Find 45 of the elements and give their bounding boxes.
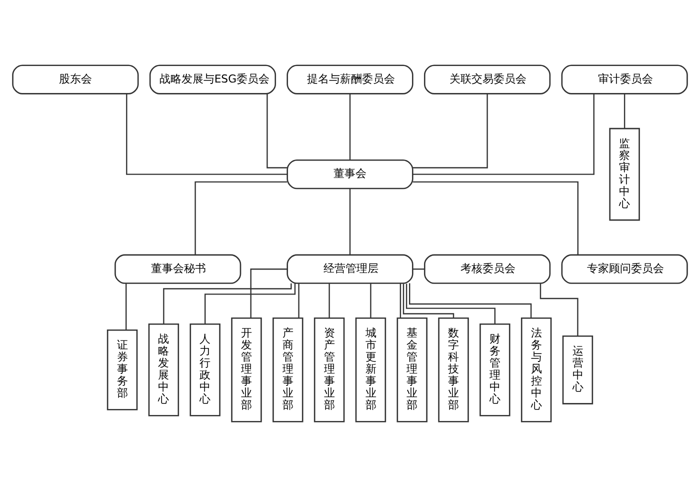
connector [540,282,578,336]
connector [409,282,532,318]
connector [194,180,288,254]
connector [412,268,424,270]
node-box: 资产管理事业部 [314,316,345,422]
node-box: 经营管理层 [286,254,414,284]
node-box: 证券事务部 [106,328,138,410]
connector [413,93,488,168]
connector [349,93,351,160]
connector [400,283,402,318]
connector [126,93,288,174]
connector [250,268,288,318]
node-box: 董事会秘书 [114,254,242,284]
node-box: 战略发展中心 [148,322,180,416]
node-box: 监察审计中心 [609,127,640,220]
node-box: 财务管理中心 [480,322,510,416]
node-box: 董事会 [286,159,414,189]
node-box: 审计委员会 [561,64,688,94]
node-box: 关联交易委员会 [424,64,551,94]
node-box: 提名与薪酬委员会 [286,64,414,94]
node-box: 股东会 [12,64,139,94]
node-box: 基金管理事业部 [396,316,428,422]
node-box: 人力行政中心 [190,322,220,416]
node-box: 产商管理事业部 [272,316,304,422]
node-box: 考核委员会 [424,254,551,284]
node-box: 战略发展与ESG委员会 [149,64,276,94]
connector [412,93,594,174]
node-box: 城市更新事业部 [355,316,386,422]
connector [266,93,288,168]
connector [370,283,372,318]
connector [349,188,351,254]
connector [298,283,300,318]
node-box: 开发管理事业部 [231,316,262,422]
connector [402,283,454,318]
node-box: 运营中心 [562,334,594,404]
connector [204,282,296,324]
node-box: 数字科技事业部 [438,316,469,422]
connector [163,282,292,324]
node-box: 专家顾问委员会 [561,254,688,284]
node-box: 法务与风控中心 [520,316,552,422]
connector [624,93,626,128]
connector [328,283,330,318]
connector [412,180,578,254]
connector [126,283,127,330]
connector [406,283,496,324]
